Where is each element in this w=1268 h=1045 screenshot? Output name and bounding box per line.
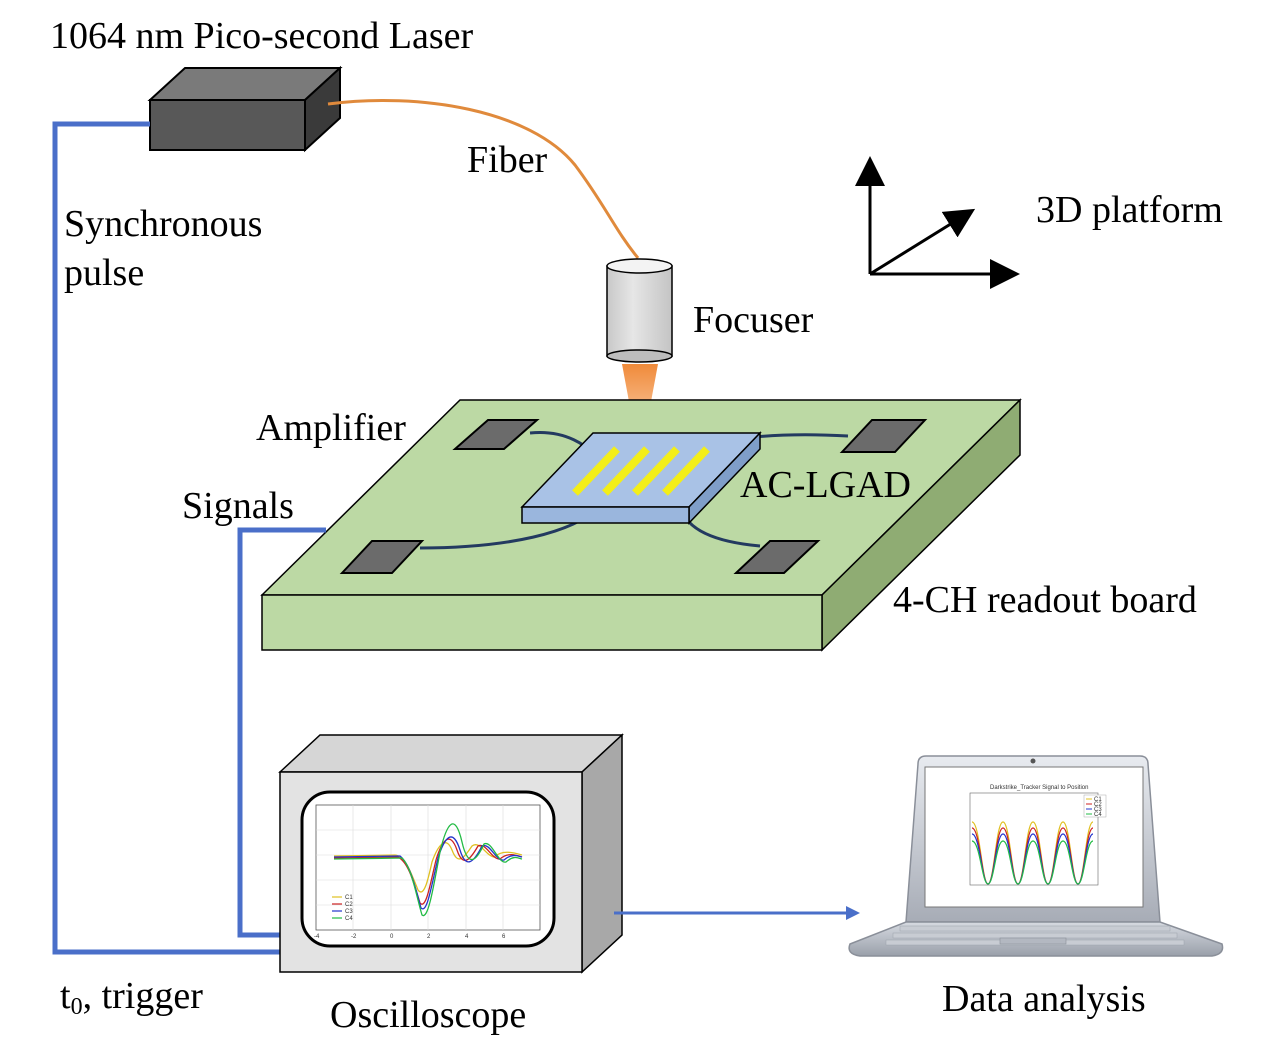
platform-label: 3D platform bbox=[1036, 189, 1223, 231]
scope-xtick: 6 bbox=[502, 934, 506, 940]
scope-xtick: 2 bbox=[427, 934, 431, 940]
scope-legend: C1 C2 C3 C4 bbox=[332, 895, 353, 922]
data-transfer-arrowhead bbox=[846, 906, 860, 920]
data-analysis-label: Data analysis bbox=[942, 978, 1146, 1020]
laptop-legend-c2: C2 bbox=[1094, 802, 1102, 808]
amplifier-pad-2 bbox=[839, 419, 928, 453]
3d-axes-icon bbox=[855, 156, 1020, 289]
scope-trace-c3 bbox=[333, 836, 523, 910]
trackpad bbox=[999, 937, 1067, 945]
ac-lgad-label: AC-LGAD bbox=[740, 464, 911, 506]
amplifier-pad-4 bbox=[733, 540, 821, 574]
scope-legend-c3: C3 bbox=[345, 909, 353, 915]
scope-xtick: -2 bbox=[351, 934, 357, 940]
scope-legend-c1: C1 bbox=[345, 895, 353, 901]
scope-xtick: 0 bbox=[390, 934, 394, 940]
scope-legend-c2: C2 bbox=[345, 902, 353, 908]
board-label: 4-CH readout board bbox=[893, 579, 1197, 621]
scope-trace-c4 bbox=[333, 823, 523, 917]
fiber-label: Fiber bbox=[467, 139, 548, 181]
focuser-label: Focuser bbox=[693, 299, 814, 341]
sync-label-line1: Synchronous bbox=[64, 203, 262, 245]
sync-label-line2: pulse bbox=[64, 252, 144, 294]
laptop-plot: Darkstrike_Tracker Signal to Position C1… bbox=[969, 785, 1107, 886]
oscilloscope-label: Oscilloscope bbox=[330, 994, 526, 1036]
sensor-strips bbox=[572, 446, 710, 496]
laser-box bbox=[147, 65, 343, 153]
trigger-label: t0, trigger bbox=[60, 975, 203, 1020]
amplifier-label: Amplifier bbox=[256, 407, 406, 449]
laptop-legend-c1: C1 bbox=[1094, 797, 1102, 803]
scope-xtick: -4 bbox=[314, 934, 320, 940]
laptop-legend-c3: C3 bbox=[1094, 807, 1102, 813]
scope-x-ticks: -4 -2 0 2 4 6 bbox=[314, 934, 506, 940]
scope-xtick: 4 bbox=[465, 934, 469, 940]
laptop-legend: C1 C2 C3 C4 bbox=[1083, 794, 1107, 818]
focuser bbox=[606, 258, 673, 363]
laptop-trace-c4 bbox=[971, 840, 1094, 885]
laptop-plot-title: Darkstrike_Tracker Signal to Position bbox=[990, 785, 1088, 791]
scope-plot: C1 C2 C3 C4 -4 -2 0 2 4 6 bbox=[314, 804, 541, 940]
amplifier-pad-1 bbox=[452, 419, 540, 450]
signals-label: Signals bbox=[182, 485, 294, 527]
scope-legend-c4: C4 bbox=[345, 916, 353, 922]
laptop-legend-c4: C4 bbox=[1094, 812, 1102, 818]
webcam-icon bbox=[1030, 758, 1036, 764]
amplifier-pad-3 bbox=[339, 540, 425, 574]
signal-cable bbox=[237, 527, 326, 938]
laser-label: 1064 nm Pico-second Laser bbox=[50, 15, 474, 57]
fiber-cable bbox=[327, 98, 640, 259]
sync-pulse-cable bbox=[52, 121, 280, 955]
